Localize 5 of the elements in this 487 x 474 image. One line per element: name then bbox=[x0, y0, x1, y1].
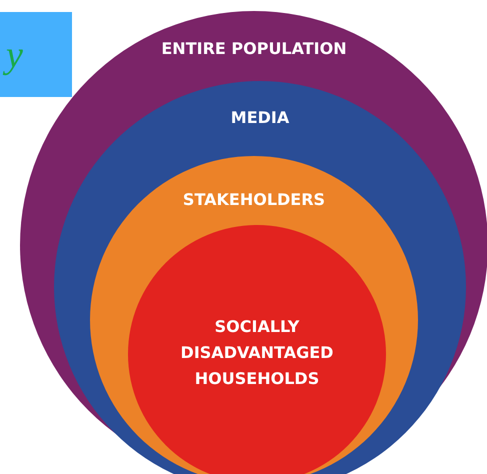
region-label: STAKEHOLDERS bbox=[182, 189, 326, 211]
region-label: SOCIALLY DISADVANTAGED HOUSEHOLDS bbox=[180, 316, 334, 390]
variable-text: y bbox=[2, 32, 31, 78]
region-label: ENTIRE POPULATION bbox=[161, 38, 347, 60]
region-label: MEDIA bbox=[230, 107, 290, 129]
